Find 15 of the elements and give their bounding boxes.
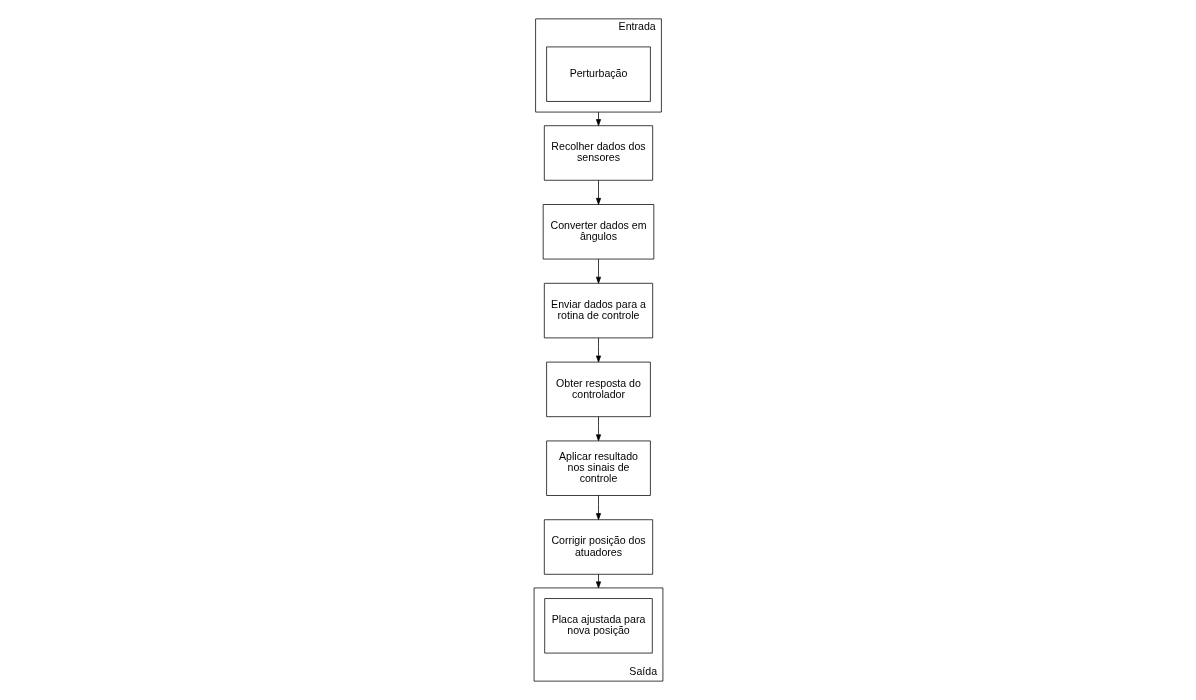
node-box: Enviar dados para a rotina de controle (543, 282, 653, 339)
node-box: Corrigir posição dos atuadores (543, 519, 653, 575)
arrow (595, 416, 601, 442)
node-box: Perturbação (545, 46, 651, 102)
arrow (595, 337, 601, 363)
node-box: Converter dados em ângulos (542, 204, 654, 260)
node-box: Recolher dados dos sensores (543, 125, 653, 181)
arrow (595, 495, 601, 520)
node-box: Aplicar resultado nos sinais de controle (545, 440, 651, 496)
node-box: Obter resposta do controlador (545, 361, 651, 418)
arrow (595, 574, 601, 589)
arrow (595, 179, 601, 205)
arrow (595, 258, 601, 284)
arrow (595, 111, 601, 126)
node-box: Placa ajustada para nova posição (543, 598, 653, 654)
